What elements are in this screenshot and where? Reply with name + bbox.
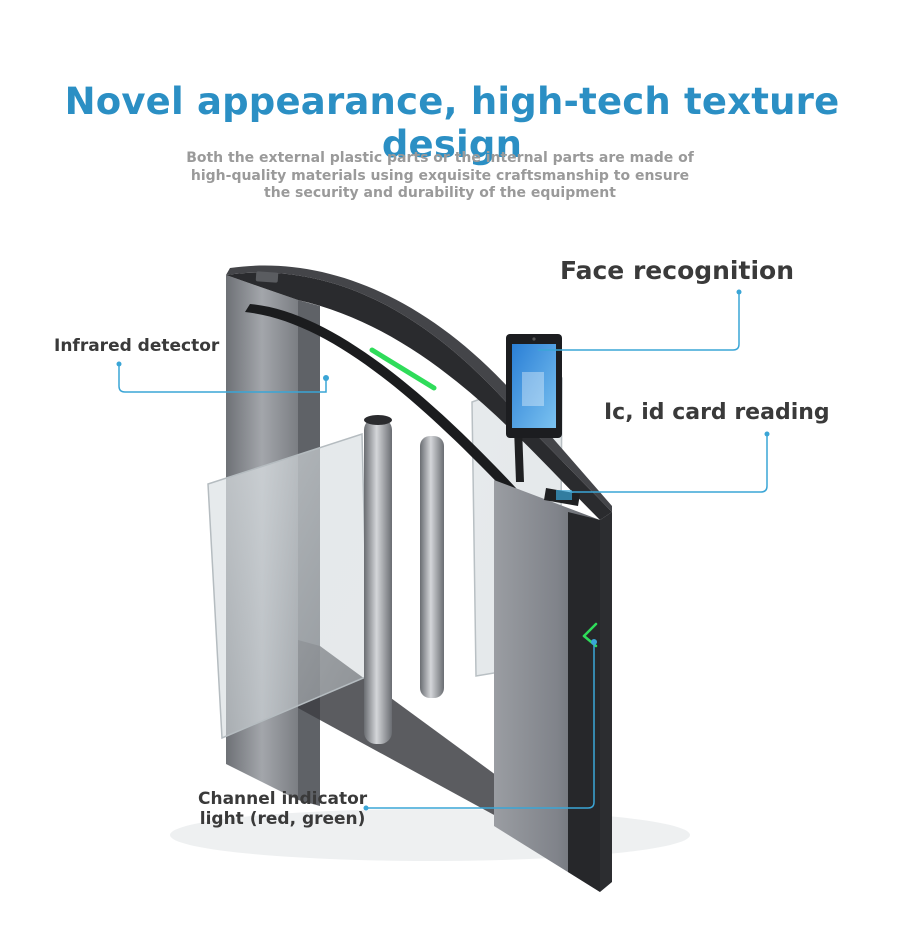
callout-dot [764,431,770,437]
terminal-camera [532,337,536,341]
channel-indicator-light [582,622,598,638]
callout-infrared-detector: Infrared detector [54,336,220,356]
top-sensor-plate [255,271,279,283]
flap-pole-front [364,418,392,744]
callout-line-card [570,434,768,493]
callout-line-infrared [118,364,327,393]
face-terminal-screen [512,344,556,428]
callout-card-reading: Ic, id card reading [604,400,830,425]
flap-pole-back [420,436,444,698]
top-cover-edge [226,265,612,512]
callout-channel-indicator-line1: Channel indicator [198,789,368,809]
callout-channel-indicator-line2: light (red, green) [199,809,366,829]
top-indicator-light [369,347,437,391]
page-headline: Novel appearance, high-tech texture desi… [64,80,840,166]
callout-channel-indicator: Channel indicator light (red, green) [198,789,367,829]
subtitle-line: Both the external plastic parts or the i… [186,150,694,166]
callout-dot [116,361,122,367]
subtitle-line: the security and durability of the equip… [264,185,616,201]
page-subtitle: Both the external plastic parts or the i… [170,150,710,203]
terminal-stand [514,428,524,482]
flap-pole-cap [364,415,392,425]
callout-line-face [538,292,740,351]
face-terminal-screen-ui [522,372,544,406]
callout-face-recognition: Face recognition [560,256,794,285]
callout-line-channel [366,642,595,809]
callout-dots [116,289,770,811]
callout-dot [736,289,742,295]
callout-lines [118,292,768,809]
callout-dot [363,805,369,811]
right-cabinet-edge [600,512,612,892]
card-reader-window [556,490,572,500]
callout-dot [591,639,597,645]
right-cabinet-front [568,512,600,892]
subtitle-line: high-quality materials using exquisite c… [190,167,690,184]
